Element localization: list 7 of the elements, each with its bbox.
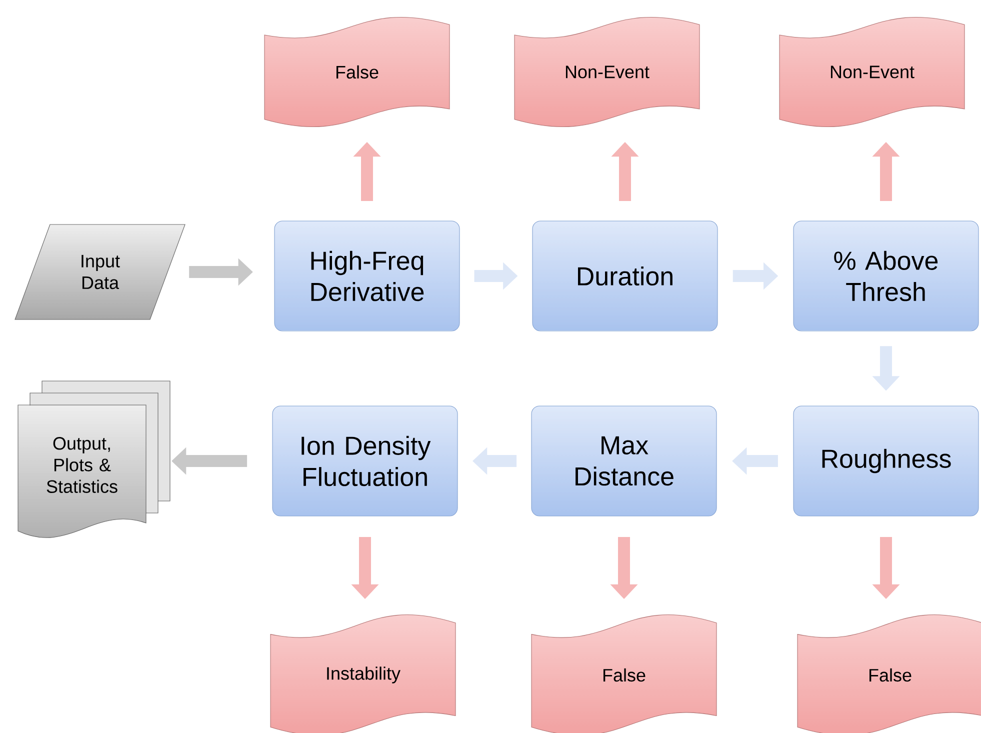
process-box: Max Distance (531, 406, 717, 516)
process-box: Duration (532, 220, 718, 332)
process-box: Ion Density Fluctuation (272, 406, 458, 516)
process-box: Roughness (793, 406, 979, 516)
process-box: % Above Thresh (793, 220, 979, 332)
data-parallelogram: Input Data (14, 224, 186, 320)
process-box: High-Freq Derivative (274, 220, 460, 332)
